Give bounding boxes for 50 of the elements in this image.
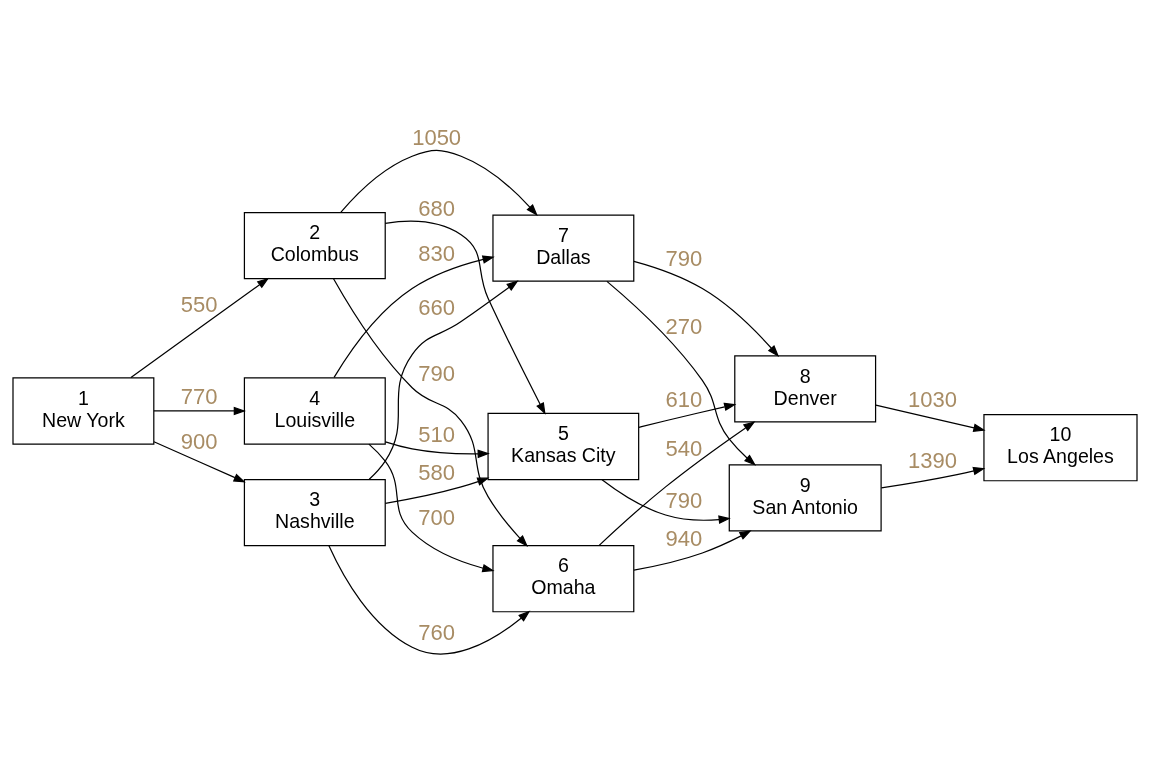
edge-label: 510 [418, 421, 456, 447]
node-box: 7 Dallas [492, 213, 635, 282]
arrow [368, 279, 519, 480]
node-box: 9 San Antonio [728, 463, 882, 532]
node-box: 10 Los Angeles [983, 413, 1138, 481]
edge-label: 270 [665, 313, 703, 339]
edge-label: 790 [665, 245, 703, 271]
arrow [153, 440, 246, 482]
edge-label: 680 [418, 195, 456, 221]
node-box: 3 Nashville [243, 478, 386, 546]
edge-label: 790 [665, 487, 703, 513]
arrow [384, 477, 490, 504]
edge-label: 940 [665, 525, 703, 551]
arrow [633, 529, 752, 571]
edge-label: 610 [665, 386, 703, 412]
edge-label: 900 [180, 428, 218, 454]
arrow [598, 420, 756, 546]
edge-label: 770 [180, 383, 218, 409]
edge-label: 830 [418, 240, 456, 266]
arrow [875, 403, 986, 432]
edge-label: 660 [418, 294, 456, 320]
arrow [153, 406, 246, 415]
edge-label: 1030 [908, 386, 958, 412]
arrow [333, 254, 495, 378]
edge-label: 1050 [412, 124, 462, 150]
edge-label: 550 [180, 291, 218, 317]
edge-label: 760 [418, 619, 456, 645]
edge-label: 1390 [908, 447, 958, 473]
edge-label: 540 [665, 435, 703, 461]
edge-label: 790 [418, 360, 456, 386]
arrow [384, 440, 490, 458]
edge-label: 700 [418, 504, 456, 530]
node-box: 4 Louisville [243, 376, 386, 445]
node-box: 5 Kansas City [487, 412, 640, 480]
arrow [633, 260, 780, 357]
arrow [328, 544, 531, 655]
node-box: 2 Colombus [243, 211, 386, 279]
node-box: 1 New York [12, 376, 155, 445]
arrow [638, 402, 737, 428]
arrow [340, 149, 538, 216]
arrow [332, 277, 529, 547]
arrow [880, 466, 986, 488]
arrow [368, 443, 495, 572]
arrow [384, 220, 546, 415]
arrow [601, 478, 731, 524]
arrow [606, 280, 757, 466]
node-box: 8 Denver [734, 354, 877, 423]
arrow [130, 277, 270, 378]
node-box: 6 Omaha [492, 544, 635, 612]
edge-label: 580 [418, 459, 456, 485]
